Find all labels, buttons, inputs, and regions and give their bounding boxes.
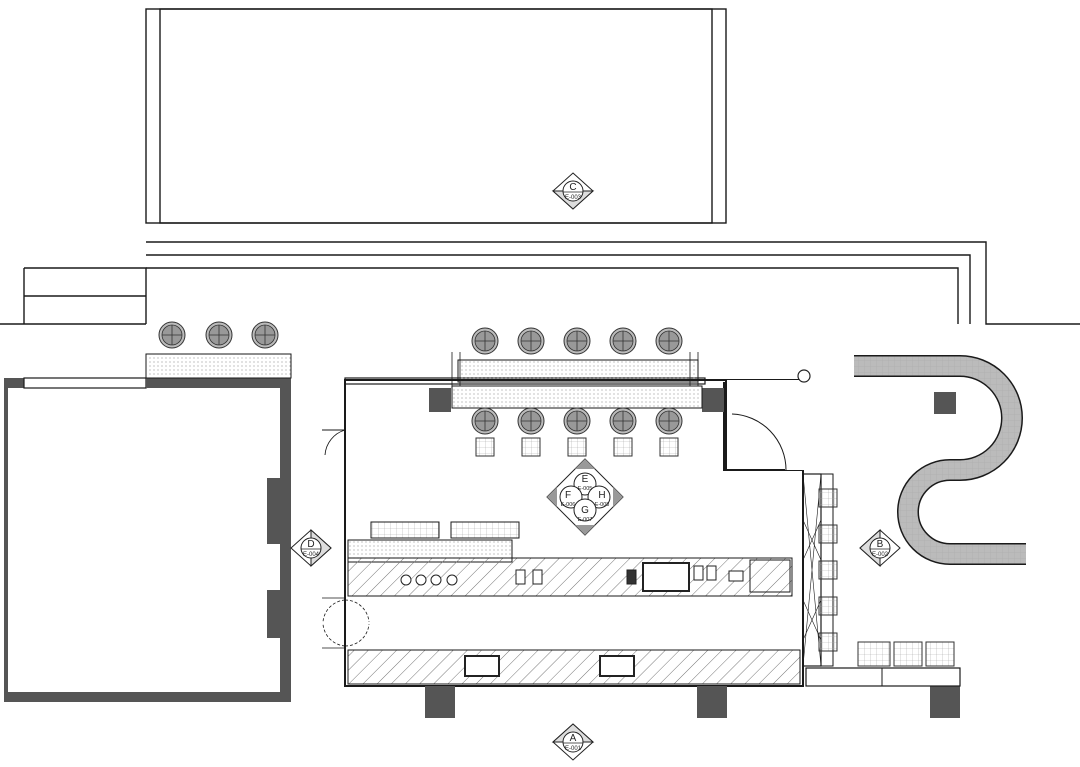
- work-counter-top: [347, 557, 793, 597]
- upper-building-outline: [145, 8, 727, 224]
- marker-code: E-003: [565, 195, 582, 201]
- marker-letter: H: [598, 490, 605, 501]
- stool-icon: [158, 321, 186, 349]
- left-building: [4, 377, 291, 702]
- chair-icon: [818, 524, 838, 544]
- stool-icon: [471, 407, 499, 435]
- chair-icon: [567, 437, 587, 457]
- stool-icon: [563, 407, 591, 435]
- stool-icon: [205, 321, 233, 349]
- right-lattice-wall: [802, 473, 838, 667]
- marker-code: E-004: [303, 552, 320, 558]
- bar-counter: [451, 352, 703, 409]
- curved-bench: [854, 355, 1026, 565]
- chair-icon: [613, 437, 633, 457]
- section-marker-b: B E-002: [859, 528, 901, 568]
- stool-icon: [517, 327, 545, 355]
- marker-letter: B: [877, 539, 884, 550]
- marker-code: E-007: [578, 517, 593, 523]
- marker-code: E-005: [578, 486, 593, 492]
- marker-letter: E: [582, 474, 589, 485]
- work-counter-bottom: [347, 649, 801, 685]
- bollard-icon: [797, 369, 811, 383]
- chair-icon: [818, 632, 838, 652]
- marker-letter: F: [565, 490, 571, 501]
- right-bench: [805, 641, 961, 687]
- chair-icon: [818, 488, 838, 508]
- marker-code: E-006: [561, 502, 576, 508]
- marker-letter: G: [581, 505, 589, 516]
- marker-code: E-008: [595, 502, 610, 508]
- left-planter: [145, 321, 292, 379]
- chair-icon: [521, 437, 541, 457]
- terrace-boundary: [0, 241, 1080, 325]
- outdoor-stools-row: [471, 327, 683, 355]
- marker-letter: C: [569, 182, 576, 193]
- marker-code: E-001: [565, 746, 582, 752]
- stool-icon: [609, 407, 637, 435]
- stool-icon: [609, 327, 637, 355]
- marker-code: E-002: [872, 552, 889, 558]
- stool-icon: [517, 407, 545, 435]
- marker-letter: D: [307, 539, 314, 550]
- chair-icon: [659, 437, 679, 457]
- stool-icon: [471, 327, 499, 355]
- chair-icon: [818, 560, 838, 580]
- stool-icon: [655, 327, 683, 355]
- stool-icon: [655, 407, 683, 435]
- service-doors: [322, 597, 370, 649]
- section-marker-d: D E-004: [290, 528, 332, 568]
- section-marker-c: C E-003: [551, 172, 595, 210]
- interior-elevation-marker: E E-005 F E-006 H E-008 G E-007: [546, 458, 624, 536]
- marker-letter: A: [570, 733, 577, 744]
- display-counters: [347, 521, 520, 563]
- stool-icon: [251, 321, 279, 349]
- chair-icon: [475, 437, 495, 457]
- section-marker-a: A E-001: [551, 723, 595, 761]
- stool-icon: [563, 327, 591, 355]
- chair-icon: [818, 596, 838, 616]
